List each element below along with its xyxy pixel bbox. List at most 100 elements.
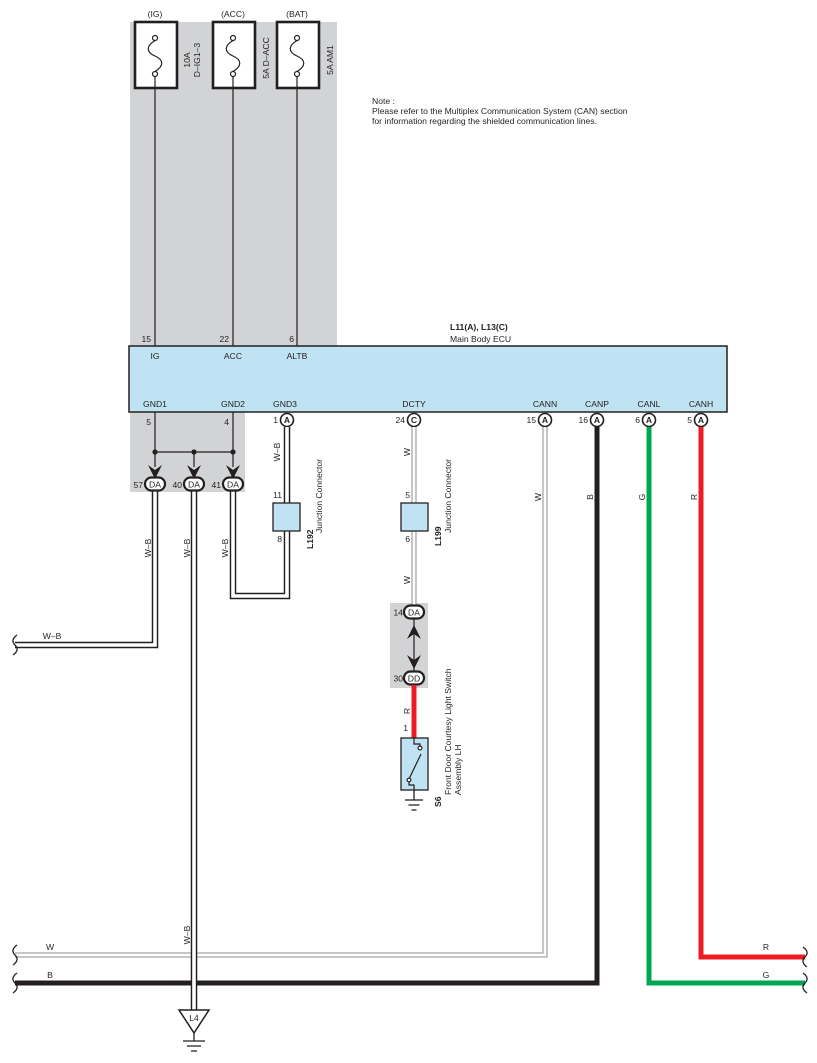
main-body-ecu: L11(A), L13(C) Main Body ECU 15 22 6 IG …: [128, 322, 728, 413]
ecu-terminal-canl: CANL: [638, 399, 661, 409]
connector-pill: [402, 604, 426, 620]
inline-pin-30: 30: [393, 674, 403, 684]
l199-name: Junction Connector: [443, 459, 453, 533]
wire-label-canh-horizontal: R: [763, 942, 769, 952]
ground-junction-connectors: 57 DA 40 DA 41 DA: [133, 476, 245, 492]
fuse-ig-box: [133, 20, 179, 90]
connector-gnd3-letter: A: [284, 415, 290, 425]
l192-pin-out: 8: [277, 534, 282, 544]
junction-dot: [230, 449, 236, 455]
ground-junction: [148, 412, 240, 479]
break-mark-icon: [802, 972, 808, 994]
wire-label-dcty-lower: W: [402, 575, 412, 584]
wire-label-canl-horizontal: G: [763, 970, 770, 980]
junction-connector-l199: 5 6 L199 Junction Connector: [400, 459, 453, 546]
ecu-terminal-cann: CANN: [533, 399, 557, 409]
break-mark-icon: [802, 946, 808, 968]
pin-canp: 16: [578, 415, 588, 425]
connector-pill: [221, 476, 245, 492]
fuse-acc-box: [211, 20, 257, 90]
fuse-ig: (IG) 10A D–IG1–3: [133, 9, 202, 346]
ecu-terminal-altb: ALTB: [287, 351, 308, 361]
fuse-bat-label: 5A AM1: [325, 45, 335, 75]
l192-box: [272, 502, 301, 532]
ecu-code: L11(A), L13(C): [450, 322, 508, 332]
junction-connector-57: DA: [149, 479, 161, 489]
ecu-bottom-pins: 5 4 1 A 24 C 15 A 16 A 6 A 5 A: [146, 412, 709, 428]
gnd2-wire-fill: [231, 491, 289, 598]
pin-canl: 6: [635, 415, 640, 425]
fuse-acc-terminal-bottom: [229, 70, 237, 78]
ecu-pin-altb: 6: [289, 334, 294, 344]
note-line-1: Please refer to the Multiplex Communicat…: [372, 106, 628, 116]
wire-label-cann-horizontal: W: [46, 942, 55, 952]
note-line-2: for information regarding the shielded c…: [372, 116, 597, 126]
fuse-bat-terminal-bottom: [293, 70, 301, 78]
connector-canh-circle: [693, 412, 709, 428]
connector-canl-letter: A: [646, 415, 652, 425]
ecu-terminal-gnd3: GND3: [273, 399, 297, 409]
fuse-ig-rating: 10A: [182, 52, 192, 68]
l192-name: Junction Connector: [314, 459, 324, 533]
connector-dcty-circle: [406, 412, 422, 428]
fuse-ig-name: D–IG1–3: [192, 43, 202, 78]
up-arrow-icon: [407, 625, 421, 639]
ground-icon: [405, 799, 423, 811]
wire-label-gnd1: W–B: [143, 538, 153, 557]
note-heading: Note :: [372, 96, 395, 106]
canp-wire: [15, 427, 600, 986]
fuse-acc-element: [225, 39, 241, 73]
ground-point-l4: L4: [177, 1009, 211, 1052]
connector-canp-letter: A: [594, 415, 600, 425]
wire-label-switch: R: [402, 708, 412, 714]
break-mark-icon: [12, 634, 18, 656]
junction-pin-41: 41: [211, 480, 221, 490]
note: Note : Please refer to the Multiplex Com…: [372, 96, 628, 126]
ground-icon: [183, 1040, 205, 1052]
wire-label-ground-l4: W–B: [182, 538, 192, 557]
switch-lead-top: [413, 738, 421, 746]
junction-connector-l192: 11 8 L192 Junction Connector: [272, 459, 324, 549]
switch-contact-top: [417, 745, 423, 751]
ecu-terminal-canh: CANH: [689, 399, 713, 409]
wire-labels: W–B W–B W–B W–B W–B W–B W W R W W B B G …: [43, 442, 770, 980]
door-courtesy-switch-s6: 1 S6 Front Door Courtesy Light Switch As…: [400, 668, 463, 811]
connector-dcty-letter: C: [411, 415, 417, 425]
down-arrow-icon: [407, 655, 421, 669]
junction-pin-40: 40: [172, 480, 182, 490]
switch-pin: 1: [403, 723, 408, 733]
fuse-bat-element: [289, 39, 305, 73]
switch-name-line-1: Front Door Courtesy Light Switch: [443, 668, 453, 795]
connector-pill: [143, 476, 167, 492]
wire-label-gnd2: W–B: [220, 538, 230, 557]
fuse-acc: (ACC) 5A D–ACC: [211, 9, 271, 346]
switch-box: [400, 737, 429, 791]
gnd2-wire: [229, 491, 291, 600]
wire-label-dcty-upper: W: [402, 447, 412, 456]
down-arrow-icon: [226, 465, 240, 479]
ecu-body: [128, 345, 728, 413]
ecu-terminal-gnd2: GND2: [221, 399, 245, 409]
wire-label-ground-l4-lower: W–B: [182, 925, 192, 944]
l199-pin-in: 5: [405, 490, 410, 500]
pin-gnd1: 5: [146, 417, 151, 427]
wire-label-canl: G: [637, 493, 647, 500]
connector-canl-circle: [641, 412, 657, 428]
switch-contact-bottom: [406, 777, 412, 783]
wire-label-cann: W: [533, 492, 543, 501]
pin-gnd3: 1: [273, 415, 278, 425]
l199-box: [400, 502, 429, 532]
fuse-bat-box: [275, 20, 321, 90]
wire-label-gnd1-horizontal: W–B: [43, 631, 62, 641]
fuse-bat-source: (BAT): [286, 9, 308, 19]
junction-dot: [152, 449, 158, 455]
ecu-terminal-ig: IG: [150, 351, 159, 361]
pin-canh: 5: [687, 415, 692, 425]
down-arrow-icon: [148, 465, 162, 479]
break-mark-icon: [12, 944, 18, 966]
ecu-pin-ig: 15: [141, 334, 151, 344]
fuse-acc-label: 5A D–ACC: [261, 37, 271, 79]
l199-code: L199: [433, 526, 443, 546]
fuse-bat: (BAT) 5A AM1: [275, 9, 335, 346]
